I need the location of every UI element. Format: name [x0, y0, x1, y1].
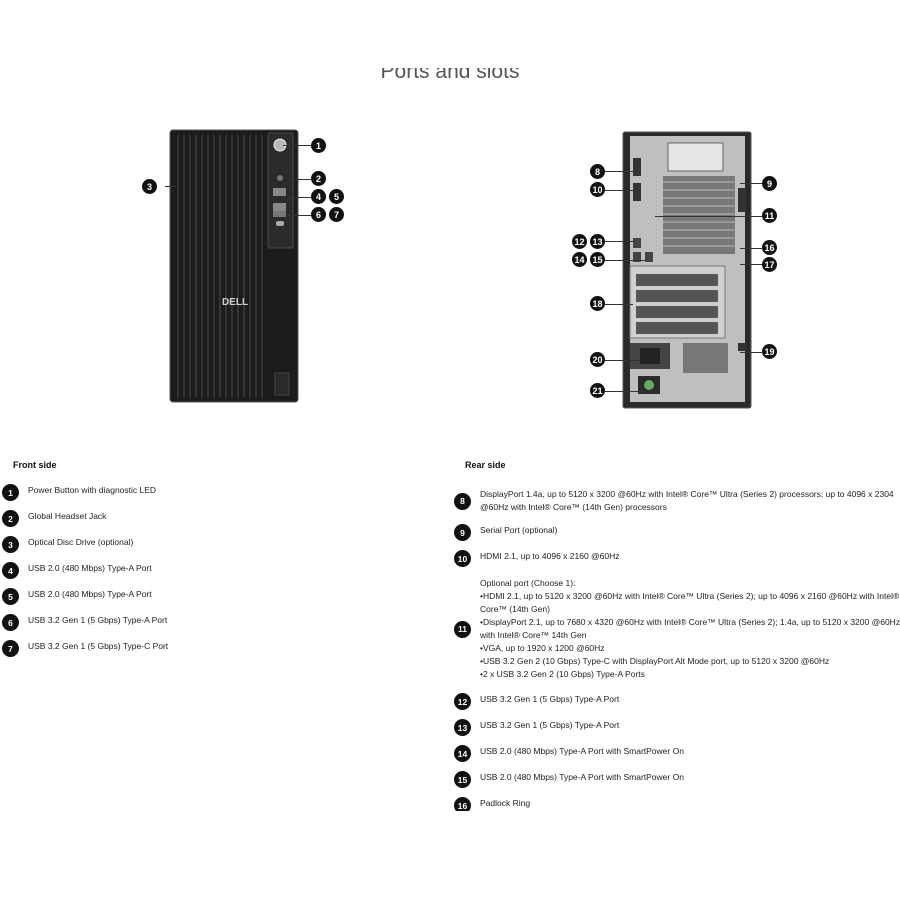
item-text-line: USB 3.2 Gen 1 (5 Gbps) Type-A Port — [480, 720, 620, 730]
item-text-line: USB 3.2 Gen 1 (5 Gbps) Type-A Port — [480, 694, 620, 704]
item-text-line: USB 2.0 (480 Mbps) Type-A Port with Smar… — [480, 772, 684, 782]
item-number: 9 — [454, 524, 471, 541]
item-text-line: •DisplayPort 2.1, up to 7680 x 4320 @60H… — [480, 617, 900, 627]
item-text-line: DisplayPort 1.4a, up to 5120 x 3200 @60H… — [480, 489, 894, 499]
item-number: 8 — [454, 492, 471, 510]
rear-item-10: 10 HDMI 2.1, up to 4096 x 2160 @60Hz — [454, 550, 620, 567]
rear-callout-9: 9 — [762, 176, 777, 191]
dell-logo: DELL — [222, 297, 248, 308]
rear-callout-20: 20 — [590, 352, 605, 367]
item-text-line: @60Hz with Intel® Core™ (14th Gen) proce… — [480, 502, 667, 512]
rear-callout-11: 11 — [762, 208, 777, 223]
rear-callout-19: 19 — [762, 344, 777, 359]
rear-callout-12: 12 — [572, 234, 587, 249]
front-item-7: 7 USB 3.2 Gen 1 (5 Gbps) Type-C Port — [2, 640, 168, 657]
rear-callout-10: 10 — [590, 182, 605, 197]
item-number: 3 — [2, 536, 19, 553]
front-callout-2: 2 — [311, 171, 326, 186]
item-text: USB 2.0 (480 Mbps) Type-A Port — [28, 589, 152, 599]
front-item-4: 4 USB 2.0 (480 Mbps) Type-A Port — [2, 562, 152, 579]
item-text: USB 2.0 (480 Mbps) Type-A Port — [28, 563, 152, 573]
item-number: 14 — [454, 745, 471, 762]
front-callout-3: 3 — [142, 179, 157, 194]
item-text-line: •USB 3.2 Gen 2 (10 Gbps) Type-C with Dis… — [480, 656, 830, 666]
rear-callout-16: 16 — [762, 240, 777, 255]
item-text-line: •HDMI 2.1, up to 5120 x 3200 @60Hz with … — [480, 591, 900, 601]
item-text-line: •VGA, up to 1920 x 1200 @60Hz — [480, 643, 605, 653]
item-number: 11 — [454, 620, 471, 638]
rear-side-heading: Rear side — [465, 460, 506, 470]
rear-tower-image — [622, 131, 752, 409]
item-text-line: Padlock Ring — [480, 798, 531, 808]
item-text-line: with Intel® Core™ 14th Gen — [480, 630, 587, 640]
front-callout-7: 7 — [329, 207, 344, 222]
rear-callout-13: 13 — [590, 234, 605, 249]
item-number: 5 — [2, 588, 19, 605]
front-item-2: 2 Global Headset Jack — [2, 510, 106, 527]
rear-item-16: 16 Padlock Ring — [454, 797, 530, 811]
rear-item-8: 8 DisplayPort 1.4a, up to 5120 x 3200 @6… — [454, 488, 894, 514]
front-item-6: 6 USB 3.2 Gen 1 (5 Gbps) Type-A Port — [2, 614, 167, 631]
front-callout-1: 1 — [311, 138, 326, 153]
rear-item-13: 13 USB 3.2 Gen 1 (5 Gbps) Type-A Port — [454, 719, 619, 736]
rear-item-15: 15 USB 2.0 (480 Mbps) Type-A Port with S… — [454, 771, 684, 788]
front-tower-image: DELL — [169, 129, 299, 403]
item-text: Power Button with diagnostic LED — [28, 485, 157, 495]
item-number: 13 — [454, 719, 471, 736]
item-number: 1 — [2, 484, 19, 501]
item-text: Global Headset Jack — [28, 511, 107, 521]
item-text-line: Serial Port (optional) — [480, 525, 558, 535]
item-number: 4 — [2, 562, 19, 579]
item-number: 10 — [454, 550, 471, 567]
item-text-line: Core™ (14th Gen) — [480, 604, 550, 614]
item-text-line: USB 2.0 (480 Mbps) Type-A Port with Smar… — [480, 746, 684, 756]
item-number: 16 — [454, 797, 471, 811]
rear-callout-18: 18 — [590, 296, 605, 311]
item-text: USB 3.2 Gen 1 (5 Gbps) Type-A Port — [28, 615, 168, 625]
rear-callout-21: 21 — [590, 383, 605, 398]
item-number: 12 — [454, 693, 471, 710]
front-callout-6: 6 — [311, 207, 326, 222]
rear-callout-14: 14 — [572, 252, 587, 267]
front-item-1: 1 Power Button with diagnostic LED — [2, 484, 156, 501]
rear-item-9: 9 Serial Port (optional) — [454, 524, 557, 541]
rear-item-12: 12 USB 3.2 Gen 1 (5 Gbps) Type-A Port — [454, 693, 619, 710]
item-text-line: •2 x USB 3.2 Gen 2 (10 Gbps) Type-A Port… — [480, 669, 645, 679]
item-number: 15 — [454, 771, 471, 788]
rear-callout-17: 17 — [762, 257, 777, 272]
rear-callout-8: 8 — [590, 164, 605, 179]
rear-item-14: 14 USB 2.0 (480 Mbps) Type-A Port with S… — [454, 745, 684, 762]
item-text-line: Optional port (Choose 1): — [480, 578, 576, 588]
rear-callout-15: 15 — [590, 252, 605, 267]
item-text: Optical Disc Drive (optional) — [28, 537, 134, 547]
rear-item-11: 11 Optional port (Choose 1): •HDMI 2.1, … — [454, 577, 900, 681]
front-item-3: 3 Optical Disc Drive (optional) — [2, 536, 133, 553]
front-callout-4: 4 — [311, 189, 326, 204]
item-text: USB 3.2 Gen 1 (5 Gbps) Type-C Port — [28, 641, 169, 651]
item-text-line: HDMI 2.1, up to 4096 x 2160 @60Hz — [480, 551, 620, 561]
item-number: 7 — [2, 640, 19, 657]
front-callout-5: 5 — [329, 189, 344, 204]
item-number: 2 — [2, 510, 19, 527]
front-item-5: 5 USB 2.0 (480 Mbps) Type-A Port — [2, 588, 152, 605]
item-number: 6 — [2, 614, 19, 631]
page-title: Ports and slots — [380, 68, 520, 83]
front-side-heading: Front side — [13, 460, 57, 470]
